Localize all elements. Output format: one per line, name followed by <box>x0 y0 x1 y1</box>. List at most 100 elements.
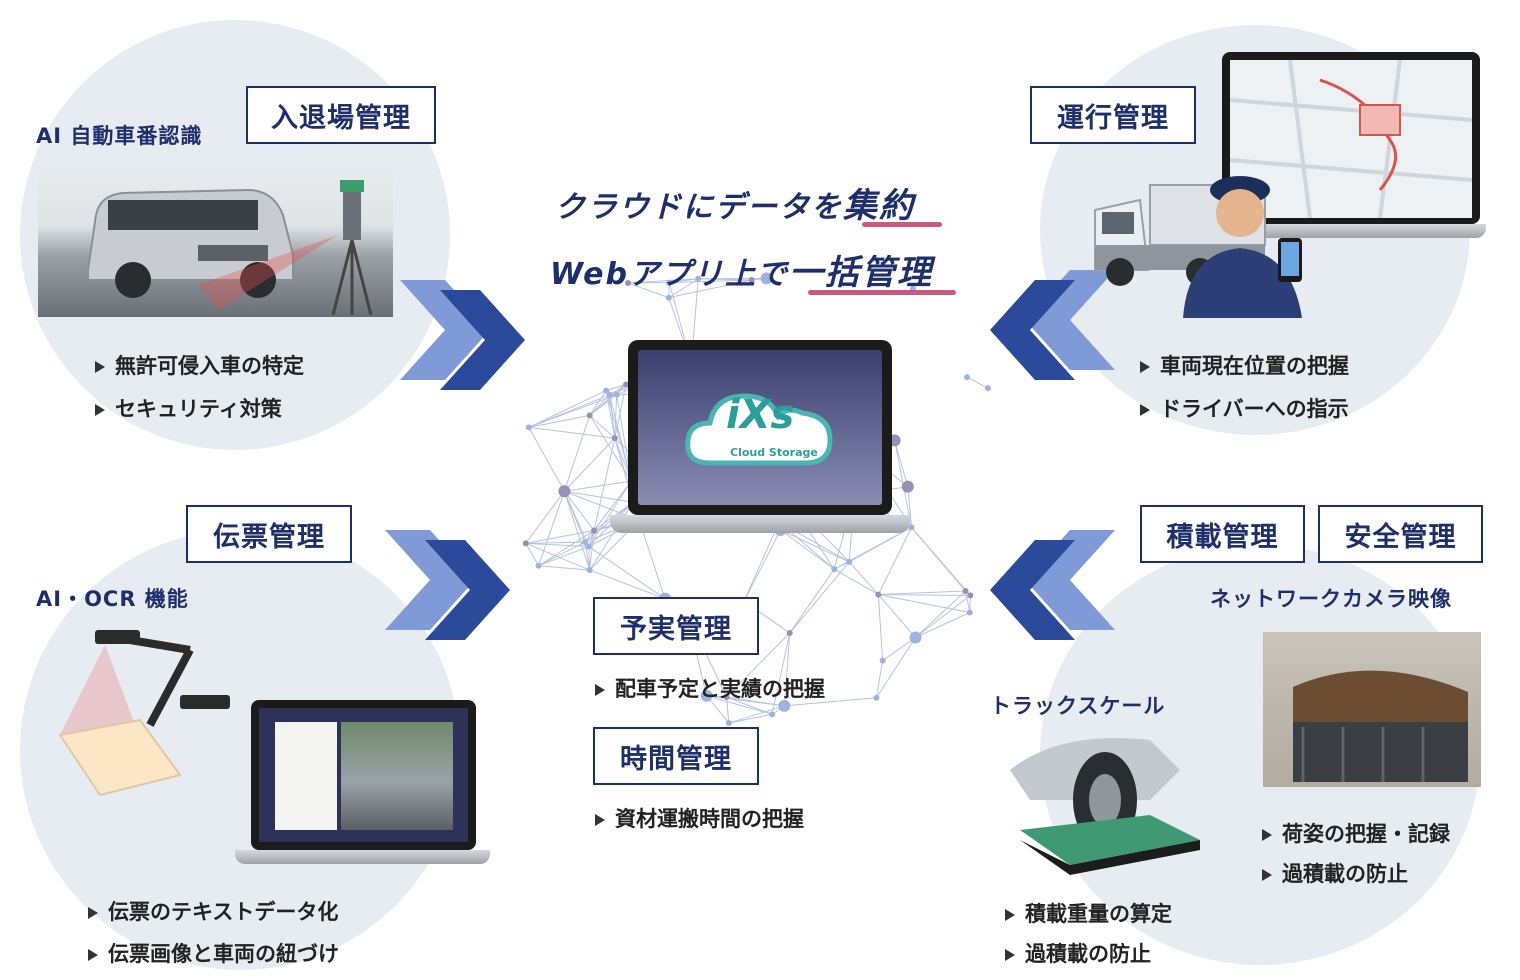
headline-underline-1 <box>862 222 942 227</box>
center-laptop: iXs Cloud Storage <box>610 340 910 550</box>
network-link <box>771 632 791 715</box>
laptop-base <box>610 515 910 533</box>
network-link <box>564 480 632 492</box>
network-link <box>882 637 916 662</box>
network-link <box>877 594 916 638</box>
driver-person-icon <box>1183 176 1302 318</box>
network-node <box>846 558 853 565</box>
network-node <box>558 485 571 498</box>
network-link <box>528 426 615 439</box>
network-node <box>606 391 613 398</box>
camera-tripod-icon <box>331 180 373 316</box>
network-node <box>748 277 755 284</box>
network-link <box>668 279 752 299</box>
network-link <box>726 632 791 698</box>
laptop-screen: iXs Cloud Storage <box>628 340 892 515</box>
network-node <box>909 631 922 644</box>
network-node <box>611 435 618 442</box>
network-node <box>831 566 838 573</box>
network-link <box>915 590 966 638</box>
network-node <box>666 279 673 286</box>
van-camera-photo <box>38 165 393 317</box>
network-node <box>962 587 969 594</box>
feature-text: 資材運搬時間の把握 <box>615 807 804 831</box>
network-node <box>581 539 588 546</box>
van-icon <box>87 188 294 298</box>
network-link <box>894 440 909 487</box>
title-operation: 運行管理 <box>1030 86 1196 144</box>
logo-sub: Cloud Storage <box>730 446 818 459</box>
feature-slip-2: 伝票画像と車両の紐づけ <box>88 938 339 968</box>
network-link <box>593 480 632 531</box>
network-link <box>783 632 791 706</box>
red-beam <box>198 235 338 310</box>
arrow-from-load-safety <box>990 530 1115 640</box>
feature-operation-1: 車両現在位置の把握 <box>1140 350 1349 380</box>
network-link <box>588 480 632 547</box>
network-link <box>877 527 912 595</box>
headline-line2-emph: 一括管理 <box>789 253 933 293</box>
network-node <box>695 275 702 282</box>
network-link <box>563 415 591 492</box>
feature-text: 過積載の防止 <box>1282 862 1408 886</box>
network-link <box>875 660 884 698</box>
network-link <box>564 437 616 492</box>
network-link <box>589 415 616 439</box>
feature-safety-2: 過積載の防止 <box>1262 858 1408 888</box>
feature-entry-exit-1: 無許可侵入車の特定 <box>95 350 304 380</box>
network-link <box>589 390 607 416</box>
network-link <box>605 390 616 439</box>
feature-load-2: 過積載の防止 <box>1005 938 1151 968</box>
network-link <box>528 390 607 428</box>
network-link <box>911 526 971 596</box>
network-node <box>613 391 620 398</box>
network-node <box>786 630 793 637</box>
caption-safety: ネットワークカメラ映像 <box>1210 587 1452 611</box>
network-link <box>784 697 877 707</box>
network-link <box>907 486 912 528</box>
network-node <box>879 657 886 664</box>
network-link <box>605 384 627 392</box>
caption-slip: AI・OCR 機能 <box>36 587 189 611</box>
network-node <box>966 609 973 616</box>
network-link <box>726 696 730 724</box>
network-link <box>563 491 590 547</box>
network-node <box>963 374 970 381</box>
network-node <box>586 412 593 419</box>
network-link <box>593 438 616 531</box>
feature-time-1: 資材運搬時間の把握 <box>595 803 804 833</box>
network-node <box>585 543 592 550</box>
network-link <box>698 278 752 281</box>
network-link <box>878 594 971 596</box>
cloud-logo-icon <box>685 393 833 466</box>
network-node <box>769 711 776 718</box>
headline-underline-2 <box>808 290 956 295</box>
network-link <box>728 713 773 724</box>
feature-text: 積載重量の算定 <box>1025 902 1172 926</box>
feature-text: 無許可侵入車の特定 <box>115 354 304 378</box>
network-node <box>700 689 713 702</box>
network-link <box>878 590 966 596</box>
network-link <box>609 384 627 396</box>
slip-laptop <box>235 700 490 875</box>
network-node <box>901 480 914 493</box>
slip-laptop-screen <box>251 700 476 850</box>
feature-text: セキュリティ対策 <box>115 397 282 421</box>
map-view <box>1230 60 1472 218</box>
network-link <box>563 490 595 531</box>
title-entry-exit: 入退場管理 <box>246 86 436 144</box>
network-link <box>726 696 785 707</box>
slip-laptop-display <box>259 708 468 842</box>
feature-text: 荷姿の把握・記録 <box>1282 822 1450 846</box>
network-link <box>588 546 666 600</box>
network-node <box>723 694 730 701</box>
arrow-from-slip <box>385 530 510 640</box>
network-link <box>589 569 666 600</box>
network-link <box>605 390 632 482</box>
network-link <box>789 561 850 634</box>
title-time: 時間管理 <box>593 727 759 785</box>
network-node <box>873 694 880 701</box>
network-link <box>876 637 916 698</box>
network-link <box>833 568 879 596</box>
network-link <box>563 491 591 571</box>
